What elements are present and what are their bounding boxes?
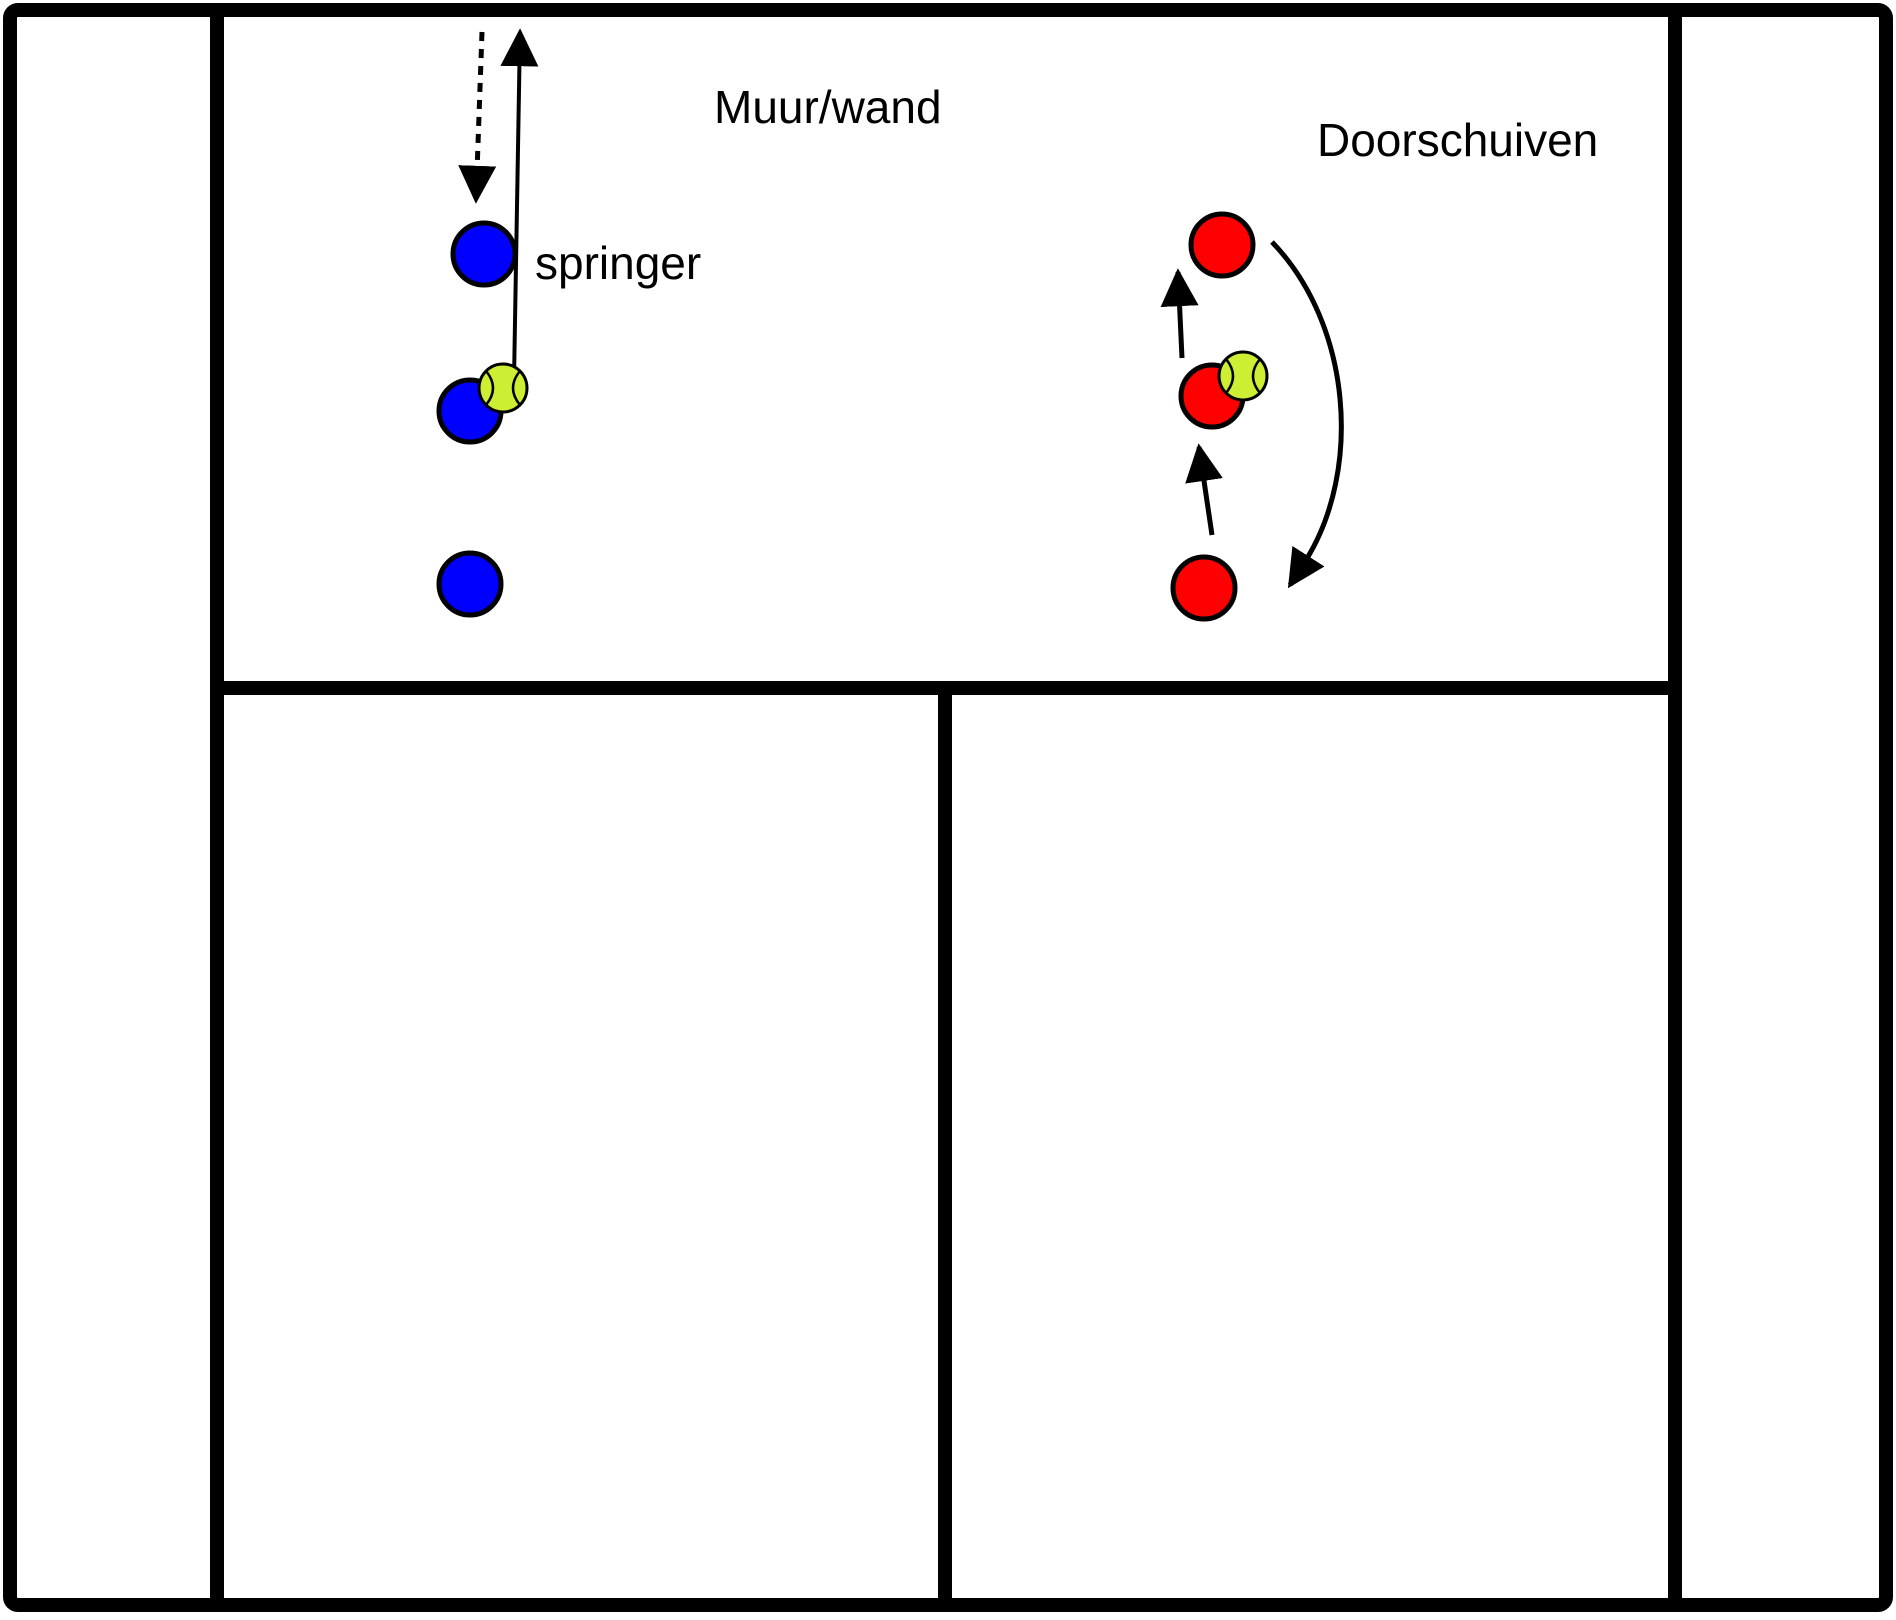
ball-trajectory-arrow: [500, 28, 539, 381]
blue-player-waiting: [436, 550, 504, 618]
move-up-arrow-top: [1160, 268, 1199, 359]
tennis-ball-left: [477, 362, 529, 414]
move-up-arrow-bottom: [1185, 443, 1223, 536]
jumper-label: springer: [535, 237, 702, 289]
red-player-back: [1170, 554, 1238, 622]
slide-label: Doorschuiven: [1317, 114, 1599, 166]
rotation-curve-arrow: [1270, 240, 1344, 589]
red-player-front: [1188, 211, 1256, 279]
blue-player-jumper: [450, 220, 518, 288]
court-outline: [3, 3, 1893, 1612]
wall-label: Muur/wand: [714, 81, 942, 133]
tennis-ball-right: [1217, 350, 1269, 402]
return-path-dotted-arrow: [458, 31, 497, 204]
